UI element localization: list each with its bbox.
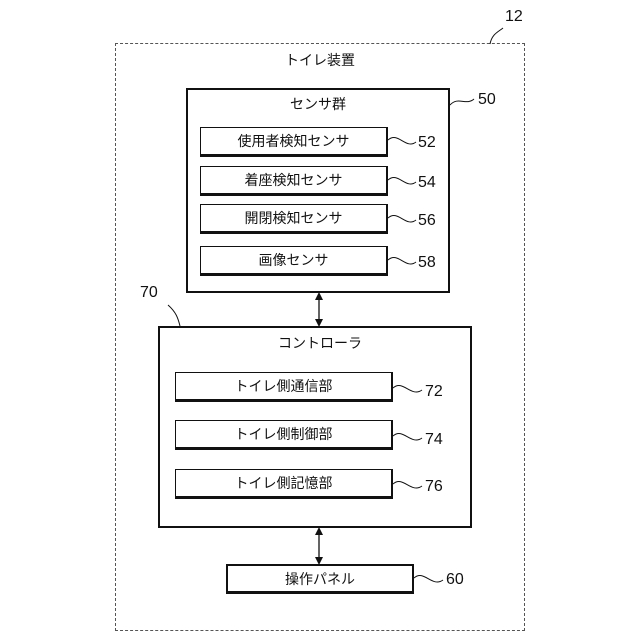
leader-54 xyxy=(388,178,416,184)
leader-12 xyxy=(490,28,503,44)
leader-58 xyxy=(388,258,416,264)
leader-74 xyxy=(393,434,422,440)
leader-76 xyxy=(393,482,422,488)
leader-56 xyxy=(388,216,416,222)
leader-72 xyxy=(393,386,422,392)
leader-60 xyxy=(414,576,443,582)
leader-50 xyxy=(450,99,474,105)
leader-70 xyxy=(168,305,180,326)
leader-52 xyxy=(388,138,416,144)
